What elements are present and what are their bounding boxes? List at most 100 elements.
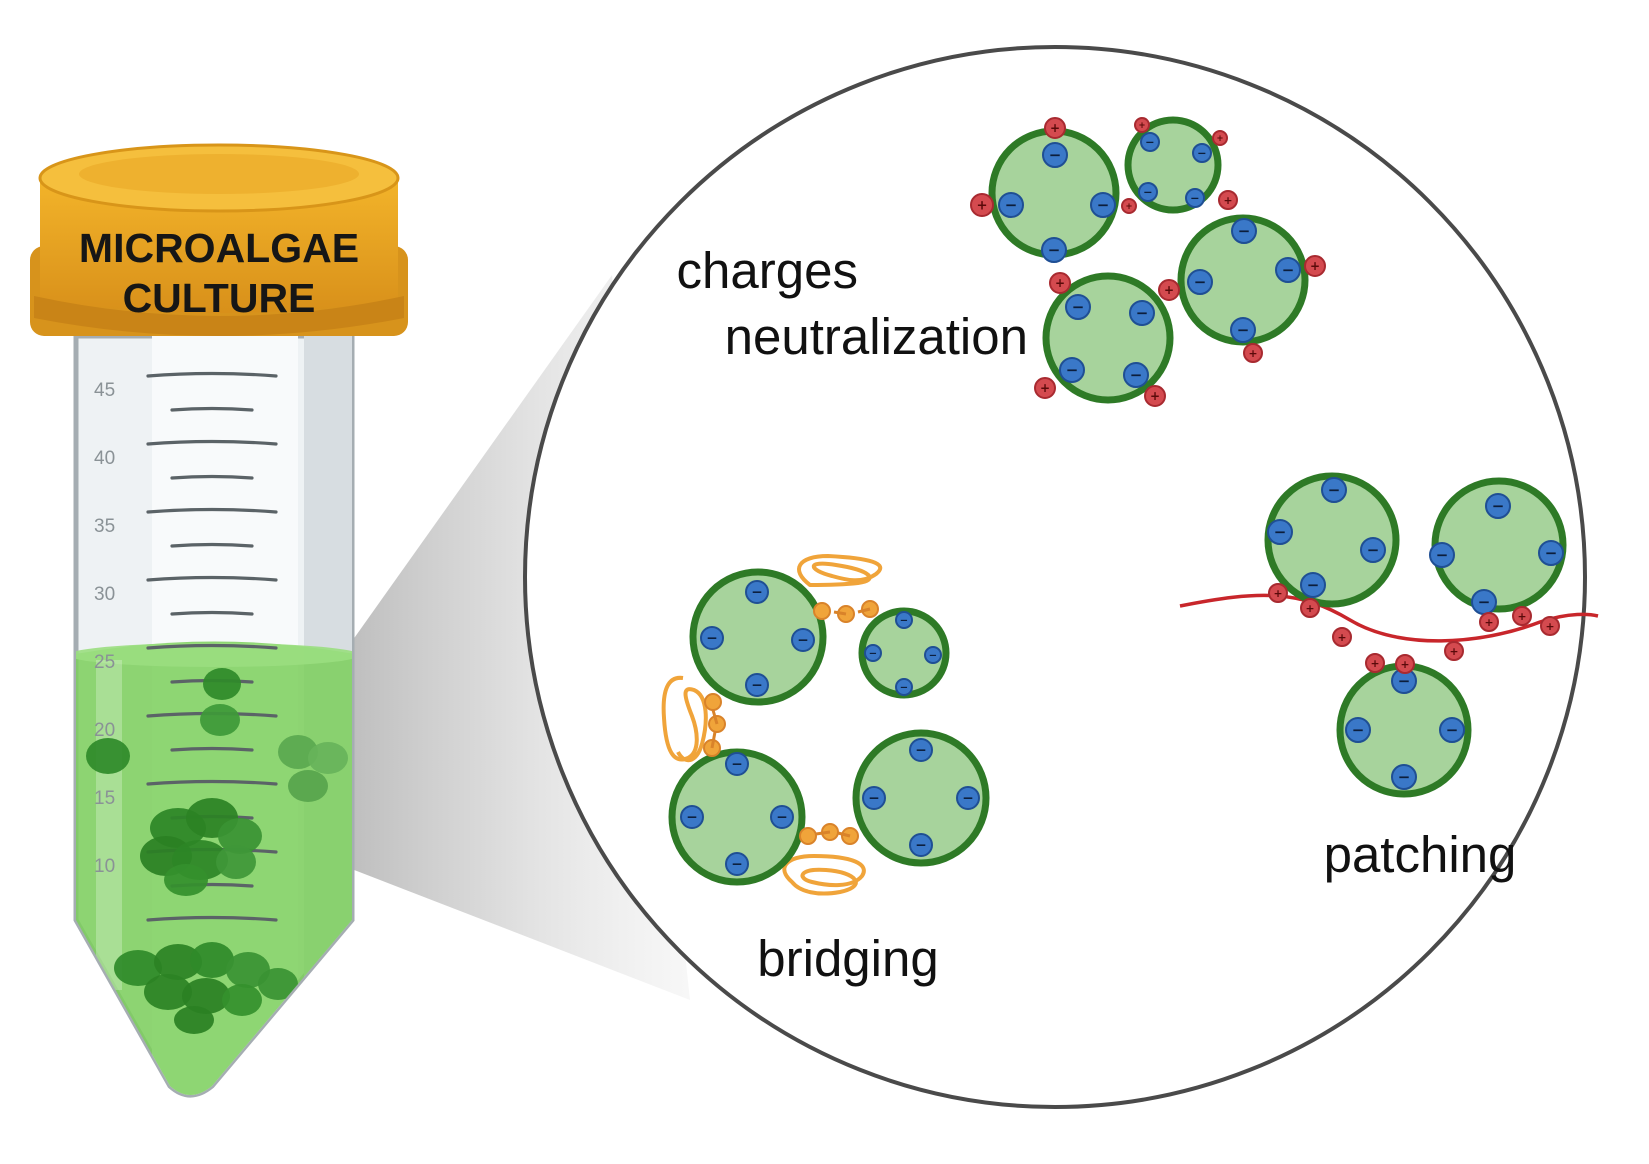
scale-line bbox=[170, 542, 254, 548]
algae-cell bbox=[1042, 272, 1174, 404]
algae-cell bbox=[689, 568, 827, 706]
negative-charge-sign: − bbox=[1194, 273, 1207, 291]
negative-charge-sign: − bbox=[915, 743, 927, 759]
algae-cell bbox=[154, 944, 202, 980]
positive-charge bbox=[1049, 272, 1071, 294]
algae-cell bbox=[278, 735, 318, 769]
negative-charge bbox=[1138, 182, 1158, 202]
positive-charge bbox=[1444, 641, 1464, 661]
negative-charge bbox=[1185, 188, 1205, 208]
scale-line bbox=[146, 507, 278, 514]
negative-charge-sign: − bbox=[1328, 481, 1341, 499]
charges-neutralization-label-line1: charges bbox=[677, 242, 858, 299]
negative-charge-sign: − bbox=[1478, 593, 1491, 611]
polymer-chain bbox=[1179, 593, 1599, 643]
negative-charge-sign: − bbox=[1492, 497, 1505, 515]
positive-charge-sign: + bbox=[1305, 602, 1314, 615]
negative-charge bbox=[1345, 717, 1371, 743]
algae-cell bbox=[216, 845, 256, 879]
scale-mark: 45 bbox=[94, 380, 115, 401]
negative-charge bbox=[1042, 142, 1068, 168]
negative-charge bbox=[1140, 132, 1160, 152]
negative-charge bbox=[745, 580, 769, 604]
scale-line bbox=[170, 474, 254, 480]
negative-charge-sign: − bbox=[1049, 146, 1062, 164]
negative-charge-sign: − bbox=[900, 615, 908, 626]
positive-charge-sign: + bbox=[1545, 620, 1554, 633]
positive-charge bbox=[1044, 117, 1066, 139]
negative-charge-sign: − bbox=[751, 585, 763, 601]
algae-cell bbox=[174, 1006, 214, 1034]
negative-charge-sign: − bbox=[1066, 361, 1079, 379]
positive-charge-sign: + bbox=[1449, 645, 1458, 658]
algae-cell bbox=[203, 668, 241, 700]
negative-charge-sign: − bbox=[776, 810, 788, 826]
negative-charge bbox=[1485, 493, 1511, 519]
negative-charge-sign: − bbox=[1352, 721, 1365, 739]
algae-cell bbox=[218, 818, 262, 854]
scale-mark: 30 bbox=[94, 584, 115, 605]
negative-charge bbox=[725, 752, 749, 776]
positive-charge-sign: + bbox=[1040, 381, 1050, 395]
positive-charge bbox=[1243, 343, 1263, 363]
polymer-link bbox=[815, 830, 831, 836]
positive-charge-sign: + bbox=[1150, 389, 1160, 403]
negative-charge-sign: − bbox=[1190, 192, 1199, 205]
algae-cell bbox=[1264, 472, 1400, 608]
patching-label: patching bbox=[1324, 826, 1517, 883]
negative-charge bbox=[864, 644, 882, 662]
negative-charge-sign: − bbox=[1545, 544, 1558, 562]
polymer-bead bbox=[799, 827, 817, 845]
algae-cell bbox=[288, 770, 328, 802]
negative-charge-sign: − bbox=[1398, 768, 1411, 786]
negative-charge bbox=[700, 626, 724, 650]
negative-charge bbox=[745, 673, 769, 697]
negative-charge bbox=[1129, 300, 1155, 326]
negative-charge bbox=[1065, 294, 1091, 320]
negative-charge-sign: − bbox=[1097, 196, 1110, 214]
negative-charge bbox=[1429, 542, 1455, 568]
negative-charge bbox=[680, 805, 704, 829]
polymer-link bbox=[833, 610, 847, 616]
positive-charge bbox=[1479, 612, 1499, 632]
negative-charge bbox=[1391, 764, 1417, 790]
positive-charge bbox=[1134, 117, 1150, 133]
negative-charge bbox=[909, 738, 933, 762]
negative-charge bbox=[1275, 257, 1301, 283]
negative-charge-sign: − bbox=[1237, 321, 1250, 339]
negative-charge bbox=[1538, 540, 1564, 566]
polymer-bead bbox=[704, 693, 722, 711]
algae-cell bbox=[114, 950, 162, 986]
positive-charge bbox=[1034, 377, 1056, 399]
positive-charge-sign: + bbox=[1337, 631, 1346, 644]
polymer-link bbox=[857, 607, 871, 614]
negative-charge-sign: − bbox=[1136, 304, 1149, 322]
negative-charge bbox=[1321, 477, 1347, 503]
bridging-label: bridging bbox=[757, 930, 938, 987]
cap-label-line2: CULTURE bbox=[123, 275, 316, 321]
positive-charge bbox=[1158, 279, 1180, 301]
negative-charge bbox=[725, 852, 749, 876]
cap-label-line1: MICROALGAE bbox=[79, 225, 359, 271]
negative-charge-sign: − bbox=[1145, 136, 1154, 149]
algae-cell bbox=[182, 978, 230, 1014]
negative-charge-sign: − bbox=[731, 857, 743, 873]
negative-charge bbox=[956, 786, 980, 810]
negative-charge-sign: − bbox=[686, 810, 698, 826]
negative-charge-sign: − bbox=[731, 757, 743, 773]
negative-charge bbox=[1123, 362, 1149, 388]
positive-charge-sign: + bbox=[1517, 610, 1526, 623]
positive-charge bbox=[1300, 598, 1320, 618]
algae-cell bbox=[852, 729, 990, 867]
scale-line bbox=[170, 406, 254, 412]
positive-charge-sign: + bbox=[1125, 201, 1132, 211]
positive-charge-sign: + bbox=[1216, 133, 1223, 143]
negative-charge bbox=[1300, 572, 1326, 598]
negative-charge-sign: − bbox=[1005, 196, 1018, 214]
tube-cap: MICROALGAE CULTURE bbox=[30, 143, 408, 336]
scale-mark: 35 bbox=[94, 516, 115, 537]
negative-charge-sign: − bbox=[1307, 576, 1320, 594]
negative-charge-sign: − bbox=[1072, 298, 1085, 316]
negative-charge bbox=[862, 786, 886, 810]
